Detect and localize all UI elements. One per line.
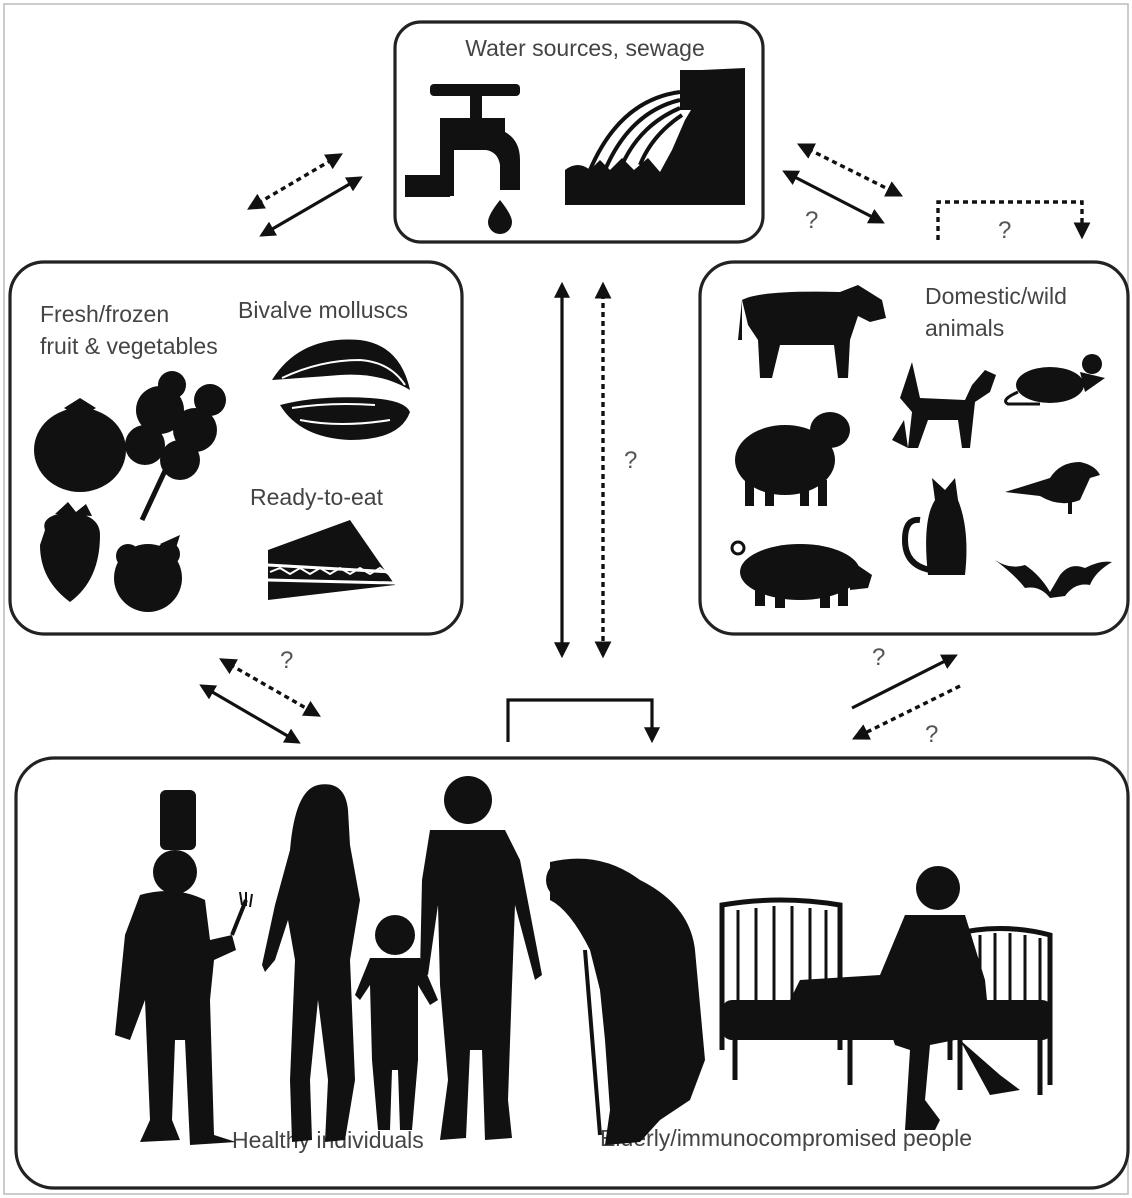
pig-icon <box>732 542 872 608</box>
question-people-to-animals: ? <box>872 644 885 671</box>
edge-water-food <box>250 155 360 235</box>
tap-icon <box>405 84 520 234</box>
sheep-icon <box>735 412 850 506</box>
edge-animals-self-loop: ? <box>938 202 1082 244</box>
question-animals-to-people: ? <box>925 721 938 748</box>
solid-arrow-water-food <box>262 178 360 235</box>
solid-arrow-people-to-animals <box>852 656 955 708</box>
tomato-icon <box>34 398 126 492</box>
dotted-arrow-animals-to-people <box>855 686 960 738</box>
edge-water-people: ? <box>562 285 637 655</box>
animals-node: Domestic/wild animals <box>700 262 1128 634</box>
fresh-label-1: Fresh/frozen <box>40 301 169 327</box>
mussel-icon <box>272 340 410 441</box>
animals-label-2: animals <box>925 315 1004 341</box>
solid-loop-people <box>508 700 652 742</box>
ready-to-eat-label: Ready-to-eat <box>250 484 384 510</box>
edge-food-people: ? <box>202 647 318 742</box>
question-water-people: ? <box>624 447 637 474</box>
parsley-icon <box>125 371 226 520</box>
bat-icon <box>995 560 1112 598</box>
animals-label-1: Domestic/wild <box>925 283 1067 309</box>
water-node: Water sources, sewage <box>395 22 763 242</box>
edge-people-self-loop <box>508 700 652 742</box>
food-node: Fresh/frozen fruit & vegetables Bivalve … <box>10 262 462 634</box>
woman-icon <box>262 784 360 1142</box>
chef-icon <box>115 790 252 1145</box>
water-title: Water sources, sewage <box>465 35 704 61</box>
dog-icon <box>892 362 996 448</box>
sewage-outflow-icon <box>565 68 745 205</box>
cow-icon <box>738 285 886 378</box>
solid-arrow-food-people <box>202 686 298 742</box>
fresh-label-2: fruit & vegetables <box>40 333 218 359</box>
people-node: Healthy individuals Elderly/immunocompro… <box>16 758 1128 1188</box>
raspberry-icon <box>114 535 182 612</box>
man-icon <box>420 776 542 1140</box>
edge-water-animals: ? <box>785 145 900 234</box>
bivalve-label: Bivalve molluscs <box>238 297 408 323</box>
question-food-people: ? <box>280 647 293 674</box>
patient-icon <box>790 866 1020 1130</box>
mouse-icon <box>1006 354 1105 404</box>
sandwich-icon <box>268 520 395 600</box>
question-animals-loop: ? <box>998 217 1011 244</box>
question-water-animals: ? <box>805 207 818 234</box>
elderly-woman-icon <box>546 859 705 1145</box>
cat-icon <box>905 478 966 575</box>
edge-people-animals: ? ? <box>852 644 960 748</box>
bird-icon <box>1005 462 1100 514</box>
dotted-arrow-water-food <box>250 155 340 208</box>
strawberry-icon <box>40 502 100 602</box>
